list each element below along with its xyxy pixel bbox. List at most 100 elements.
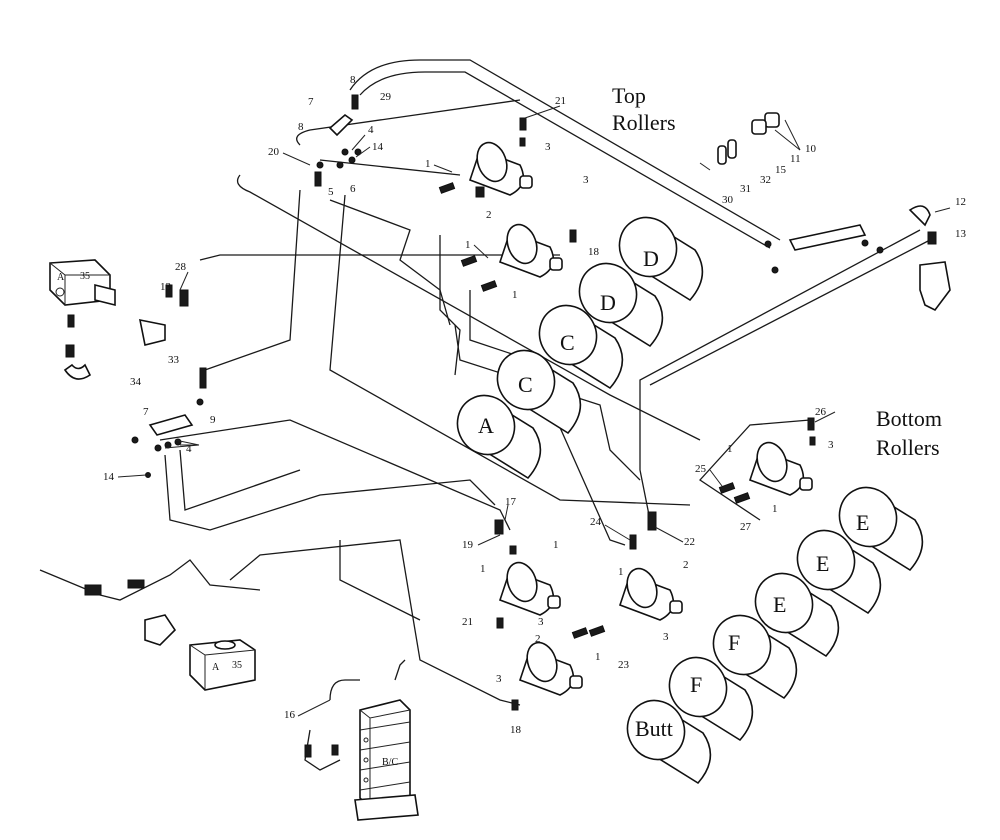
motor-bottom-1 [498, 561, 561, 616]
callout-14b: 14 [103, 471, 115, 483]
callout-1d: 1 [553, 539, 559, 551]
callout-1g: 1 [618, 566, 624, 578]
callout-6: 6 [350, 183, 356, 195]
callout-8b: 8 [298, 121, 304, 133]
fittings [304, 117, 816, 758]
callout-7b: 7 [143, 406, 149, 418]
callout-1f: 1 [595, 651, 601, 663]
callout-5: 5 [328, 186, 334, 198]
roller-label-c-2: C [518, 372, 533, 397]
callout-1a: 1 [425, 158, 431, 170]
manifold-top-left [314, 94, 362, 187]
callout-33: 33 [168, 354, 180, 366]
callout-16: 16 [284, 709, 296, 721]
roller-e-1: E [838, 486, 924, 572]
callout-1e: 1 [480, 563, 486, 575]
callout-4b: 4 [186, 443, 192, 455]
roller-group-top: D D C C A [456, 216, 704, 480]
motor-top-1 [468, 141, 533, 196]
valve-block-left: A 35 [49, 259, 189, 380]
callout-2a: 2 [486, 209, 492, 221]
roller-c-2: C [496, 349, 582, 435]
callout-19: 19 [462, 539, 474, 551]
callout-3b: 3 [583, 174, 589, 186]
motor-bottom-right [748, 441, 813, 496]
callout-21b: 21 [462, 616, 473, 628]
roller-group-bottom: E E E F F Butt [626, 486, 924, 785]
callout-10: 10 [805, 143, 817, 155]
callout-3f: 3 [828, 439, 834, 451]
roller-butt: Butt [626, 699, 712, 785]
valve-left-a-label: A [57, 272, 65, 283]
callout-22: 22 [684, 536, 695, 548]
callout-2c: 2 [683, 559, 689, 571]
callout-15: 15 [775, 164, 787, 176]
bottom-rollers-title-line1: Bottom [876, 406, 942, 431]
callout-26: 26 [815, 406, 827, 418]
callout-17: 17 [505, 496, 517, 508]
callout-9: 9 [210, 414, 216, 426]
callout-4: 4 [368, 124, 374, 136]
roller-c-1: C [538, 304, 624, 390]
roller-d-2: D [578, 262, 664, 348]
callout-31: 31 [740, 183, 751, 195]
callout-18b: 18 [510, 724, 522, 736]
motor-bottom-2 [618, 567, 683, 621]
callout-27: 27 [740, 521, 752, 533]
roller-label-e-2: E [816, 551, 829, 576]
motor-top-2 [498, 223, 563, 278]
roller-label-e-3: E [773, 592, 786, 617]
callout-20: 20 [268, 146, 280, 158]
valve-bottom-num-label: 35 [232, 660, 242, 671]
diagram-titles: Top Rollers Bottom Rollers [612, 83, 942, 460]
roller-label-d-1: D [643, 246, 659, 271]
flow-divider-parts [699, 112, 780, 171]
callout-1h: 1 [727, 443, 733, 455]
callout-3a: 3 [545, 141, 551, 153]
callout-14: 14 [372, 141, 384, 153]
callout-1c: 1 [512, 289, 518, 301]
roller-label-a: A [478, 413, 494, 438]
callout-1b: 1 [465, 239, 471, 251]
roller-e-3: E [754, 572, 840, 658]
callout-23: 23 [618, 659, 630, 671]
motor-bottom-3 [518, 641, 583, 696]
callout-25: 25 [695, 463, 707, 475]
callout-3e: 3 [663, 631, 669, 643]
callout-30: 30 [722, 194, 734, 206]
callout-3d: 3 [496, 673, 502, 685]
roller-f-1: F [712, 614, 798, 700]
top-rollers-title-line2: Rollers [612, 110, 676, 135]
top-rollers-title-line1: Top [612, 83, 646, 108]
roller-label-butt: Butt [635, 716, 673, 741]
callout-3c: 3 [538, 616, 544, 628]
roller-label-d-2: D [600, 290, 616, 315]
roller-label-f-2: F [690, 672, 702, 697]
valve-block-bottom-left: A 35 [84, 579, 256, 691]
callout-13a: 13 [955, 228, 967, 240]
right-manifold [764, 205, 951, 312]
callout-12: 12 [955, 196, 966, 208]
valve-left-num-label: 35 [80, 271, 90, 282]
roller-label-c-1: C [560, 330, 575, 355]
roller-label-f-1: F [728, 630, 740, 655]
roller-f-2: F [668, 656, 754, 742]
valve-bottom-a-label: A [212, 662, 220, 673]
roller-label-e-1: E [856, 510, 869, 535]
callout-8: 8 [350, 74, 356, 86]
callouts: 8 29 7 8 4 14 20 5 6 1 2 21 3 3 18 1 1 1… [103, 74, 967, 736]
bottom-rollers-title-line2: Rollers [876, 435, 940, 460]
roller-d-1: D [618, 216, 704, 302]
roller-e-2: E [796, 529, 882, 615]
callout-13b: 13 [160, 281, 172, 293]
callout-1i: 1 [772, 503, 778, 515]
callout-7: 7 [308, 96, 314, 108]
roller-a: A [456, 394, 542, 480]
callout-32: 32 [760, 174, 771, 186]
callout-11: 11 [790, 153, 801, 165]
control-valve-label: B/C [382, 757, 398, 768]
callout-18a: 18 [588, 246, 600, 258]
callout-29: 29 [380, 91, 392, 103]
callout-34: 34 [130, 376, 142, 388]
